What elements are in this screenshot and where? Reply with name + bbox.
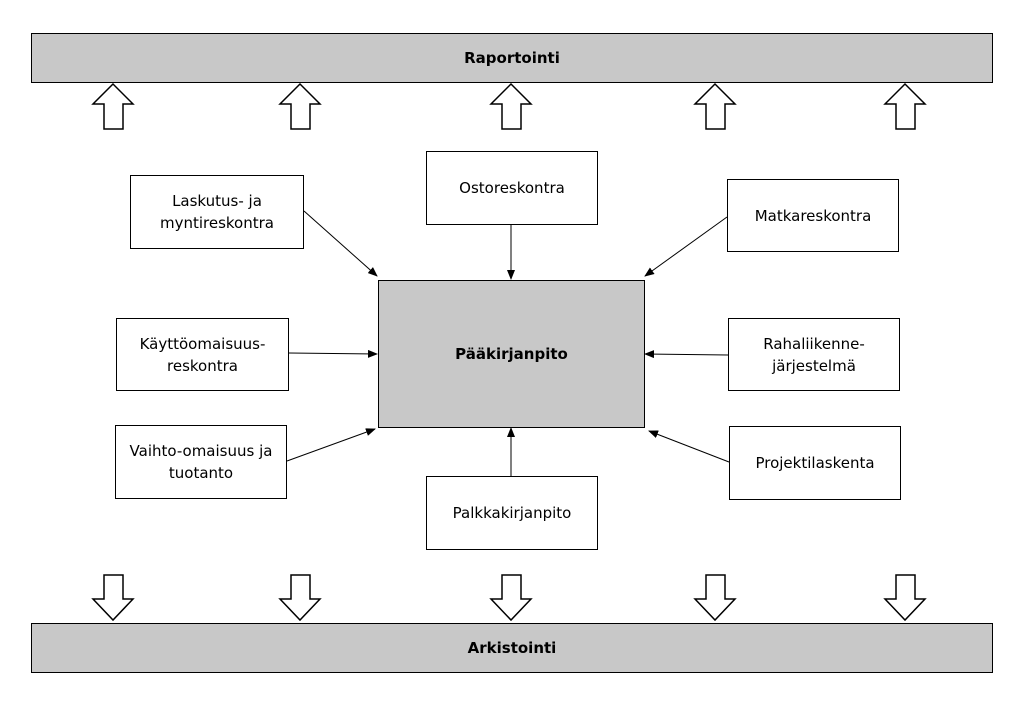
hollow-down-arrow-icon xyxy=(278,574,322,622)
hollow-down-arrow-icon xyxy=(693,574,737,622)
matkareskontra-box: Matkareskontra xyxy=(727,179,899,252)
rahaliikenne-box: Rahaliikenne- järjestelmä xyxy=(728,318,900,391)
vaihto-label-line2: tuotanto xyxy=(168,464,234,482)
matkareskontra-label: Matkareskontra xyxy=(754,206,872,225)
ostoreskontra-box: Ostoreskontra xyxy=(426,151,598,225)
hollow-down-arrow-icon xyxy=(489,574,533,622)
laskutus-label-line2: myntireskontra xyxy=(159,214,274,232)
ostoreskontra-label: Ostoreskontra xyxy=(459,179,565,197)
arkistointi-bar: Arkistointi xyxy=(31,623,993,673)
laskutus-box: Laskutus- ja myntireskontra xyxy=(130,175,304,249)
up-arrows xyxy=(91,82,927,130)
connector-projekti xyxy=(648,430,730,463)
hollow-down-arrow-icon xyxy=(883,574,927,622)
down-arrows xyxy=(91,574,927,622)
module-connectors xyxy=(286,210,730,476)
hollow-up-arrow-icon xyxy=(91,82,135,130)
hollow-up-arrow-icon xyxy=(278,82,322,130)
projekti-label: Projektilaskenta xyxy=(755,454,875,472)
raportointi-bar: Raportointi xyxy=(31,33,993,83)
vaihto-box: Vaihto-omaisuus ja tuotanto xyxy=(115,425,287,499)
connector-rahaliikenne xyxy=(644,350,729,359)
paakirjanpito-label: Pääkirjanpito xyxy=(455,345,568,363)
rahaliikenne-label-line1: Rahaliikenne- xyxy=(763,334,865,353)
connector-vaihto xyxy=(286,428,376,462)
rahaliikenne-label-line2: järjestelmä xyxy=(772,356,856,375)
kayttoomaisuus-label-line2: reskontra xyxy=(167,356,238,375)
connector-laskutus xyxy=(303,210,378,277)
hollow-up-arrow-icon xyxy=(489,82,533,130)
palkka-label: Palkkakirjanpito xyxy=(452,504,572,522)
laskutus-label-line1: Laskutus- ja xyxy=(172,192,262,210)
kayttoomaisuus-box: Käyttöomaisuus- reskontra xyxy=(116,318,289,391)
vaihto-label-line1: Vaihto-omaisuus ja xyxy=(129,442,273,460)
paakirjanpito-box: Pääkirjanpito xyxy=(378,280,645,428)
hollow-down-arrow-icon xyxy=(91,574,135,622)
palkka-box: Palkkakirjanpito xyxy=(426,476,598,550)
hollow-up-arrow-icon xyxy=(883,82,927,130)
kayttoomaisuus-label-line1: Käyttöomaisuus- xyxy=(139,334,266,353)
raportointi-label: Raportointi xyxy=(464,49,560,67)
hollow-up-arrow-icon xyxy=(693,82,737,130)
arkistointi-label: Arkistointi xyxy=(467,639,557,657)
connector-matkareskontra xyxy=(644,216,728,277)
connector-kayttoomaisuus xyxy=(288,349,378,358)
projekti-box: Projektilaskenta xyxy=(729,426,901,500)
